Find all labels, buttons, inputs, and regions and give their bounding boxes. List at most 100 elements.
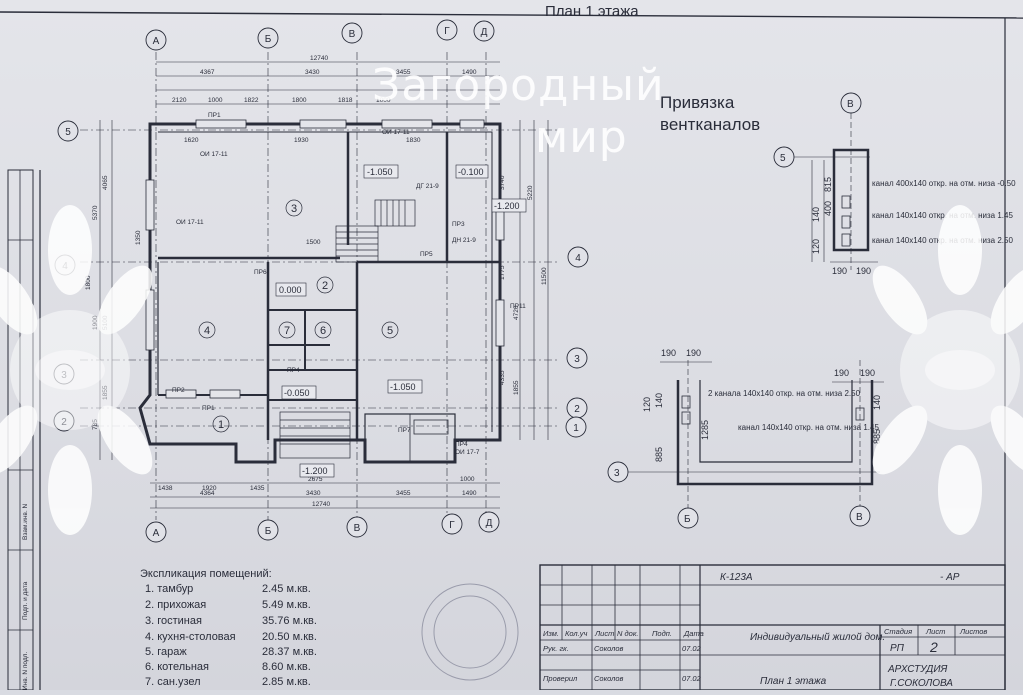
row-role: Рук. гк. — [543, 644, 569, 653]
room-area: 35.76 м.кв. — [262, 615, 317, 627]
level-marks: -1.050 -0.100 -1.200 0.000 -0.050 -1.050… — [275, 164, 527, 478]
side-stamp-label: Инв. N подл. — [22, 652, 29, 690]
dimension-value: 3430 — [305, 69, 320, 76]
firm-name: Г.СОКОЛОВА — [890, 678, 953, 689]
opening-mark: ПР1 — [208, 112, 221, 119]
firm-name: АРХСТУДИЯ — [887, 664, 947, 675]
axis-label: Б — [684, 514, 691, 525]
detail-dimension: 190 — [860, 368, 875, 378]
room-name: 4. кухня-столовая — [145, 631, 236, 643]
opening-mark: ПР3 — [452, 221, 465, 228]
dimension-values-bottom: 1438 1920 1435 2675 1000 4364 3430 3455 … — [158, 476, 477, 508]
title-block-text: К-123А - АР Изм. Кол.уч Лист N док. Подп… — [543, 572, 987, 689]
column-header: Дата — [683, 629, 704, 638]
room-number: 3 — [291, 203, 297, 215]
room-number: 7 — [284, 325, 290, 337]
detail-dimension: 120 — [811, 239, 821, 254]
row-date: 07.02 — [682, 674, 702, 683]
opening-mark: ПР4 — [455, 441, 468, 448]
level-mark: -1.050 — [367, 167, 393, 177]
opening-mark: ПР11 — [510, 303, 526, 310]
level-mark: -1.050 — [390, 382, 416, 392]
level-mark: -1.200 — [302, 466, 328, 476]
dimension-value: 1000 — [376, 97, 391, 104]
axis-label-right: 1 — [573, 423, 579, 434]
project-name: Индивидуальный жилой дом. — [750, 632, 885, 643]
row-name: Соколов — [594, 644, 624, 653]
dimension-value: 3740 — [499, 175, 506, 190]
dimension-value: 1490 — [462, 69, 477, 76]
axis-label: 5 — [780, 153, 786, 164]
axis-label-right: 3 — [574, 354, 580, 365]
dimension-values-top: 12740 4367 3430 3455 1490 2120 1000 1822… — [172, 55, 477, 246]
sheet-name: План 1 этажа — [760, 676, 827, 687]
column-header: Лист — [594, 629, 614, 638]
dimension-value: 1500 — [306, 239, 321, 246]
room-number: 4 — [204, 325, 210, 337]
dimension-value: 4367 — [200, 69, 215, 76]
stage-header: Стадия — [884, 627, 912, 636]
dimension-value: 1438 — [158, 485, 173, 492]
detail-dimension: 885 — [872, 429, 882, 444]
dimension-value: 1800 — [85, 275, 92, 290]
vent-detail-1 — [773, 92, 878, 270]
room-number: 2 — [322, 280, 328, 292]
room-name: 5. гараж — [145, 646, 187, 658]
dimension-value: 1490 — [462, 490, 477, 497]
room-name: 7. сан.узел — [145, 676, 201, 688]
detail-dimension: 815 — [823, 177, 833, 192]
row-role: Проверил — [543, 674, 578, 683]
detail-dimension: 140 — [811, 207, 821, 222]
vent-note: канал 400х140 откр. на отм. низа -0.50 — [872, 179, 1016, 188]
dimension-value: 1830 — [406, 137, 421, 144]
room-name: 1. тамбур — [145, 583, 193, 595]
dimension-value: 1775 — [499, 265, 506, 280]
dimension-value: 12740 — [312, 501, 330, 508]
walls — [138, 122, 502, 464]
axis-label: В — [856, 512, 863, 523]
sheet-header: Лист — [925, 627, 945, 636]
detail-dimension: 1285 — [700, 420, 710, 440]
title-block — [539, 564, 1006, 691]
dimension-value: 1800 — [292, 97, 307, 104]
door-mark: ДН 21-9 — [452, 237, 476, 244]
opening-mark: ПР4 — [287, 367, 300, 374]
vent-note: канал 140х140 откр. на отм. низа 1.45 — [738, 423, 879, 432]
dimension-value: 5370 — [92, 205, 99, 220]
axis-label-left: 2 — [61, 417, 67, 428]
axis-label-bottom: Г — [449, 520, 455, 531]
room-number: 6 — [320, 325, 326, 337]
dimension-value: 1900 — [92, 315, 99, 330]
watermark-text: мир — [535, 112, 628, 163]
column-header: Подп. — [652, 629, 672, 638]
axis-label-top: А — [153, 36, 160, 47]
axis-label-left: 5 — [65, 127, 71, 138]
axis-label-bottom: Д — [486, 518, 493, 529]
axis-label-bottom: А — [153, 528, 160, 539]
axis-label-top: Г — [444, 26, 450, 37]
floral-ornament-left — [0, 205, 153, 535]
project-code: К-123А — [720, 572, 753, 583]
side-stamp-label: Подп. и дата — [22, 581, 29, 620]
axis-label-top: Д — [481, 27, 488, 38]
dimension-value: 1000 — [460, 476, 475, 483]
detail-dimension: 190 — [661, 348, 676, 358]
window-mark: ОИ 17-7 — [455, 449, 480, 456]
dimension-value: 3455 — [396, 69, 411, 76]
staircase — [279, 199, 416, 459]
window-mark: ОИ 17-11 — [176, 219, 204, 226]
detail-dimension: 190 — [832, 266, 847, 276]
room-area: 5.49 м.кв. — [262, 599, 311, 611]
detail-dimension: 885 — [654, 447, 664, 462]
round-stamp — [421, 583, 519, 681]
room-name: 3. гостиная — [145, 615, 202, 627]
room-area: 28.37 м.кв. — [262, 646, 317, 658]
dimension-value: 11500 — [541, 267, 548, 285]
detail-dimension: 190 — [856, 266, 871, 276]
dimension-value: 1818 — [338, 97, 353, 104]
detail-dimension: 400 — [823, 201, 833, 216]
axis-label-bottom: Б — [265, 526, 272, 537]
dimension-lines — [99, 61, 549, 509]
axis-label-right: 4 — [575, 253, 581, 264]
